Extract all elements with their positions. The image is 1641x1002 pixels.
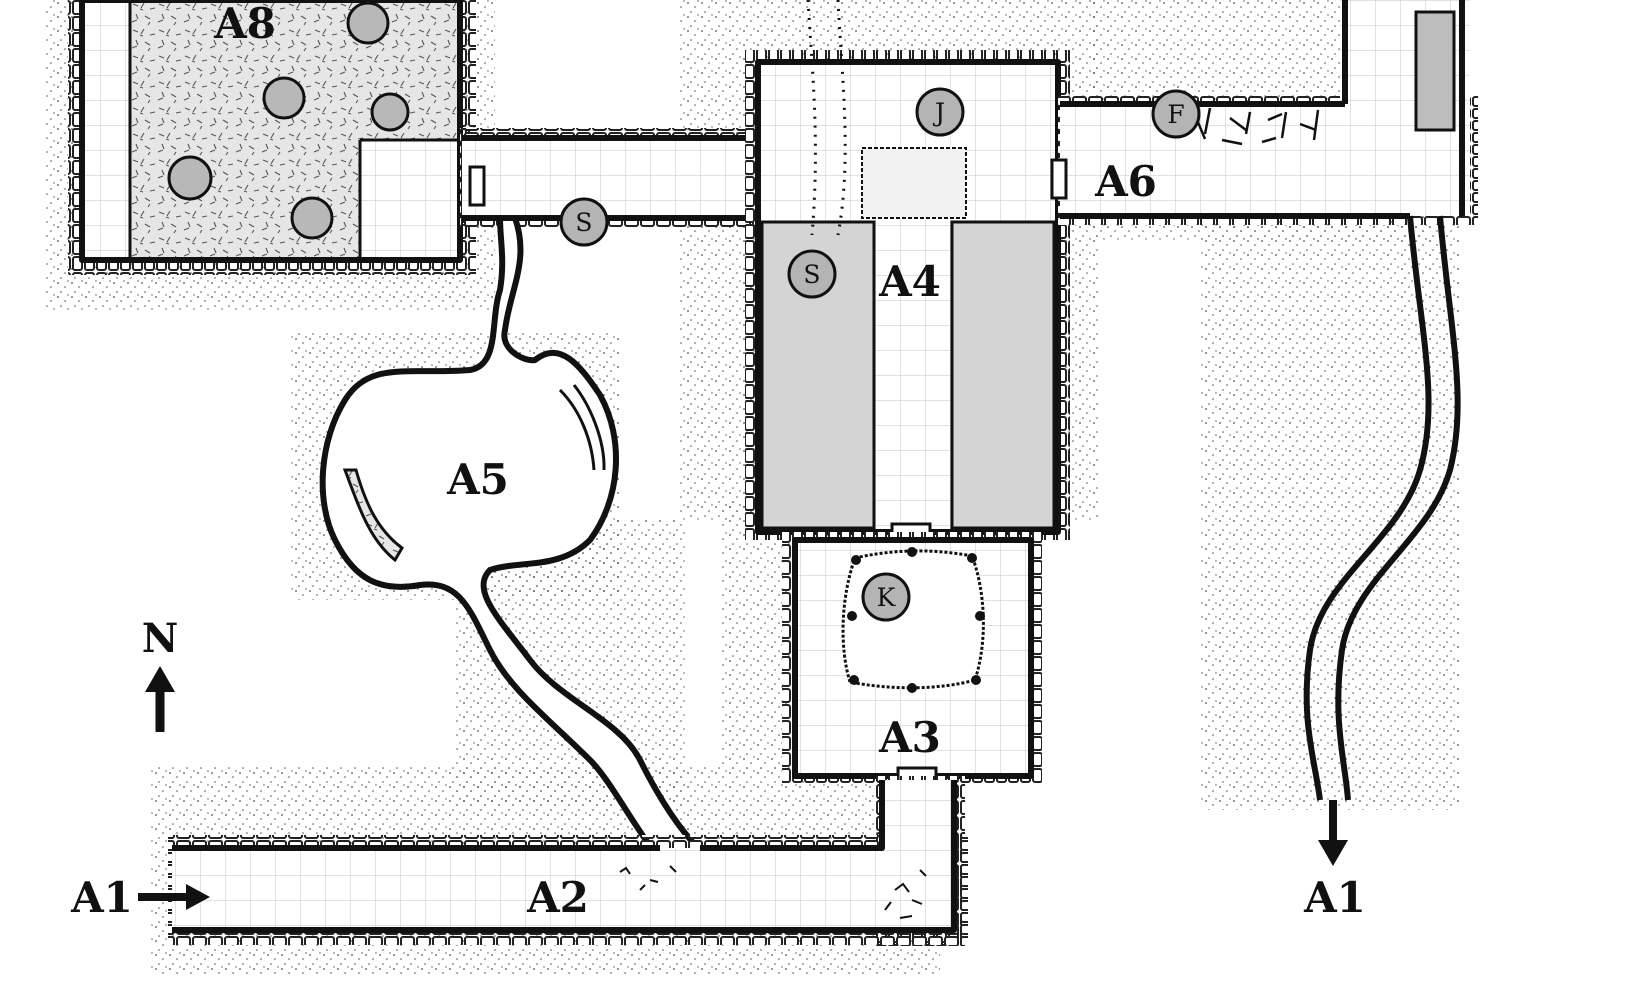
marker-s-east: S	[787, 249, 837, 299]
pillar-dot-icon	[847, 547, 985, 693]
corridor-a2	[168, 776, 968, 946]
crate-icon	[1414, 10, 1456, 132]
marker-letter: K	[877, 583, 897, 612]
door-icon	[468, 165, 486, 207]
marker-letter: S	[575, 208, 592, 237]
pillar-icon	[167, 1, 410, 240]
room-a3	[782, 532, 1042, 786]
label-a8: A8	[213, 0, 276, 48]
arrow-up-icon	[145, 666, 175, 732]
secret-passage	[806, 0, 847, 236]
pool-east	[950, 220, 1056, 530]
marker-s-west: S	[559, 197, 609, 247]
marker-k: K	[861, 572, 911, 622]
label-a4: A4	[878, 257, 941, 306]
label-a3: A3	[878, 713, 941, 762]
tunnel-east	[1303, 215, 1461, 866]
label-a1-west: A1	[70, 873, 133, 922]
label-a2: A2	[526, 873, 589, 922]
label-a1-east: A1	[1303, 873, 1366, 922]
arrow-right-icon	[138, 884, 210, 910]
marker-f: F	[1151, 89, 1201, 139]
pentagram-circle	[841, 549, 985, 690]
room-a4	[745, 0, 1070, 542]
marker-letter: J	[932, 98, 945, 127]
room-a8	[68, 0, 476, 275]
marker-letter: S	[803, 260, 820, 289]
label-a5: A5	[446, 455, 509, 504]
arrow-down-icon	[1318, 800, 1348, 866]
marker-letter: F	[1167, 100, 1184, 129]
rug-icon	[861, 147, 967, 219]
compass-letter: N	[142, 615, 179, 662]
compass: N	[142, 615, 179, 732]
debris-icon	[1193, 107, 1320, 146]
marker-j: J	[915, 87, 965, 137]
label-a6: A6	[1094, 157, 1157, 206]
corridor-north	[460, 128, 762, 228]
rubble-pile-icon	[619, 865, 927, 919]
door-icon	[1050, 158, 1068, 200]
corridor-a6	[1050, 0, 1478, 225]
